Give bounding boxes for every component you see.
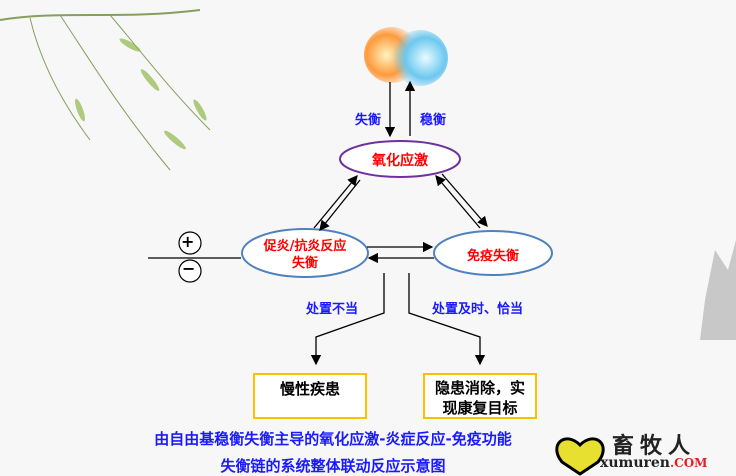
stabilize-label: 稳衡 [420,113,447,128]
ink-landscape-decoration [700,240,736,340]
outcome-recovery-box: 隐患消除，实现康复目标 [423,373,537,419]
node-immune-ellipse [433,230,553,276]
node-immune-label: 免疫失衡 [466,249,519,264]
logo-domain: xumuren.COM [600,455,707,471]
link-arrows [148,173,488,366]
node-oxidative-ellipse [339,140,461,178]
plus-label: + [181,232,195,251]
caption-line-2: 失衡链的系统整体联动反应示意图 [220,457,446,475]
logo-heart-icon [555,437,605,476]
willow-leaves-decoration [75,38,207,150]
destabilize-label: 失衡 [355,113,382,128]
minus-label: − [182,259,196,278]
logo-domain-text: xumuren [600,455,670,471]
node-inflammation-label: 促炎/抗炎反应失衡 [263,239,347,271]
caption-line-1: 由自由基稳衡失衡主导的氧化应激-炎症反应-免疫功能 [154,430,512,448]
fire-ice-yinyang-icon [364,27,448,86]
logo-tld: .COM [669,456,708,470]
node-oxidative-label: 氧化应激 [372,153,428,169]
branch-improper-label: 处置不当 [306,302,359,317]
outcome-chronic-disease-box: 慢性疾患 [253,373,367,419]
branch-proper-label: 处置及时、恰当 [432,302,524,317]
logo-name: 畜牧人 [612,434,697,459]
plus-sign-icon [178,231,202,255]
minus-sign-icon [178,259,202,283]
willow-branch-decoration [0,9,211,171]
